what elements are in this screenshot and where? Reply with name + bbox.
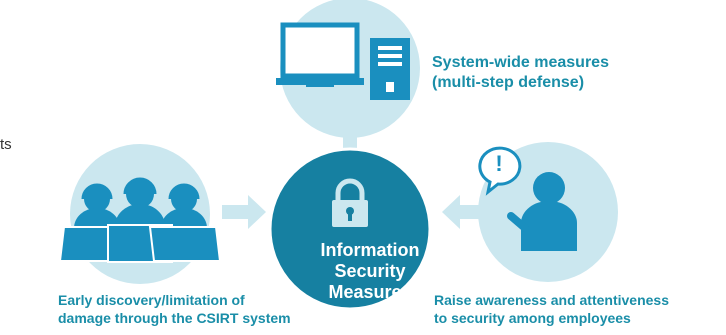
right-node-label-line2: to security among employees [434,309,631,326]
left-arrow [222,195,266,229]
center-label-line2: Security [334,261,406,281]
employee-speech-icon [478,146,577,251]
right-node-label-line1: Raise awareness and attentiveness [434,292,670,308]
center-label-line1: Information [320,240,420,260]
center-label-line3: Measures [328,282,412,302]
server-tower-icon [370,38,410,100]
left-node-label-line1: Early discovery/limitation of [58,292,245,308]
computer-icon [276,22,364,87]
center-circle [268,147,432,311]
right-arrow [442,195,486,229]
top-node-label-line1: System-wide measures [432,54,609,71]
cropped-text-fragment: ts [0,136,12,153]
top-node-label: System-wide measures (multi-step defense… [432,53,609,94]
top-node-label-line2: (multi-step defense) [432,74,585,92]
left-node-label-line2: damage through the CSIRT system [58,309,291,326]
left-node-label: Early discovery/limitation of damage thr… [58,292,291,328]
speech-mark: ! [495,151,502,176]
center-label: Information Security Measures [295,240,445,303]
lock-icon [332,178,368,227]
operators-headset-icon [58,177,222,263]
right-node-label: Raise awareness and attentiveness to sec… [434,292,669,328]
